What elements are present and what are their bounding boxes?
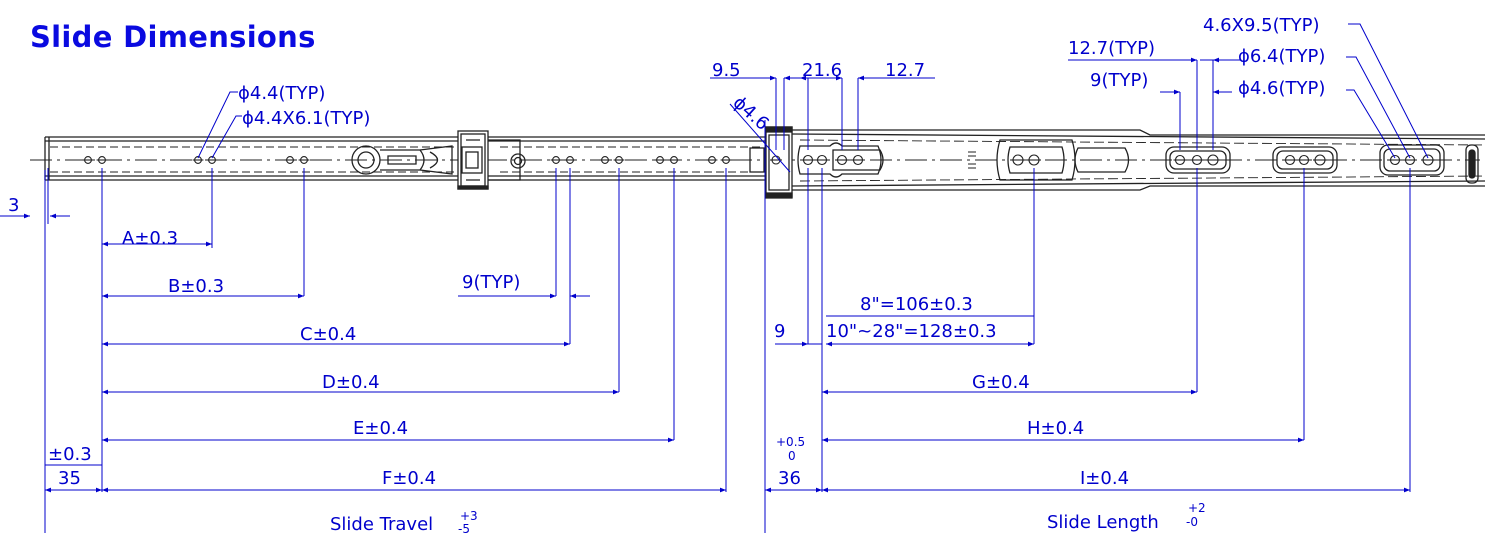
slide-travel-minus-tol: -5 — [458, 522, 470, 533]
dim-i-label: I±0.4 — [1080, 468, 1129, 489]
hole-27 — [1403, 154, 1417, 166]
hole-6 — [550, 156, 562, 164]
hole-17 — [851, 154, 865, 166]
leader-slot-44 — [211, 115, 242, 159]
dim-127-typ-label: 12.7(TYP) — [1068, 38, 1155, 59]
hole-3 — [206, 156, 218, 164]
dim-9-typ-label: 9(TYP) — [1090, 70, 1148, 91]
hole-22 — [1206, 154, 1220, 166]
hole-46-label: ϕ4.6(TYP) — [1238, 78, 1325, 99]
hole-12 — [706, 156, 718, 164]
hole-14 — [801, 154, 815, 166]
slide-travel-label: Slide Travel — [330, 514, 433, 533]
slot-46x95-label: 4.6X9.5(TYP) — [1203, 15, 1319, 36]
leader-hole-46 — [1346, 89, 1396, 159]
hole-8 — [599, 156, 611, 164]
dim-b-label: B±0.3 — [168, 276, 224, 297]
dim-9-label: 9 — [774, 321, 785, 342]
hole-21 — [1190, 154, 1204, 166]
dim-d-label: D±0.4 — [322, 372, 380, 393]
slide-length-minus-tol: -0 — [1186, 515, 1198, 529]
tol-03-label: ±0.3 — [48, 444, 92, 465]
dim-216-label: 21.6 — [802, 60, 842, 81]
hole-4 — [284, 156, 296, 164]
dim-10to28-label: 10"~28"=128±0.3 — [826, 321, 997, 342]
tol-zero-label: 0 — [788, 449, 796, 463]
hole-44-label: ϕ4.4(TYP) — [238, 83, 325, 104]
hole-18 — [1011, 154, 1025, 166]
hole-15 — [815, 154, 829, 166]
hole-11 — [668, 156, 680, 164]
hole-9 — [613, 156, 625, 164]
leader-hole-46-diag — [729, 103, 791, 173]
dim-35-label: 35 — [58, 468, 81, 489]
hole-5 — [298, 156, 310, 164]
leader-slot-46x95 — [1348, 23, 1429, 159]
hole-1 — [96, 156, 108, 164]
dimension-labels: ϕ4.4(TYP) ϕ4.4X6.1(TYP) 3 A±0.3 B±0.3 C±… — [8, 15, 1325, 533]
slide-travel-plus-tol: +3 — [460, 509, 478, 523]
dim-36-label: 36 — [778, 468, 801, 489]
dim-h-label: H±0.4 — [1027, 418, 1084, 439]
hole-28 — [1421, 154, 1435, 166]
hole-23 — [1283, 154, 1297, 166]
hole-64-label: ϕ6.4(TYP) — [1238, 46, 1325, 67]
dim-e-label: E±0.4 — [353, 418, 408, 439]
hole-24 — [1297, 154, 1311, 166]
slide-length-label: Slide Length — [1047, 512, 1159, 533]
slot-44x61-label: ϕ4.4X6.1(TYP) — [242, 108, 370, 129]
dim-127-label: 12.7 — [885, 60, 925, 81]
dim-95-label: 9.5 — [712, 60, 741, 81]
tol-plus05-label: +0.5 — [776, 435, 805, 449]
dim-a-label: A±0.3 — [122, 228, 178, 249]
dim-c-label: C±0.4 — [300, 324, 356, 345]
page-title: Slide Dimensions — [30, 20, 316, 54]
hole-10 — [654, 156, 666, 164]
hole-19 — [1027, 154, 1041, 166]
pitch-9-typ-label: 9(TYP) — [462, 272, 520, 293]
slide-length-plus-tol: +2 — [1188, 501, 1206, 515]
hole-13 — [720, 156, 732, 164]
dim-f-label: F±0.4 — [382, 468, 436, 489]
hole-16 — [835, 154, 849, 166]
leader-hole-44 — [197, 91, 238, 159]
hole-2 — [192, 156, 204, 164]
slide-rail-drawing — [30, 126, 1485, 199]
hole-25 — [1313, 154, 1327, 166]
hole-7 — [564, 156, 576, 164]
dim-g-label: G±0.4 — [972, 372, 1030, 393]
dim-8in-label: 8"=106±0.3 — [860, 294, 973, 315]
hole-0 — [82, 156, 94, 164]
mounting-holes — [82, 154, 1435, 166]
hole-26 — [1388, 154, 1402, 166]
leader-hole-64 — [1346, 56, 1411, 159]
hole-20 — [1173, 154, 1187, 166]
dim-3-label: 3 — [8, 195, 19, 216]
dimension-lines — [0, 23, 1429, 533]
